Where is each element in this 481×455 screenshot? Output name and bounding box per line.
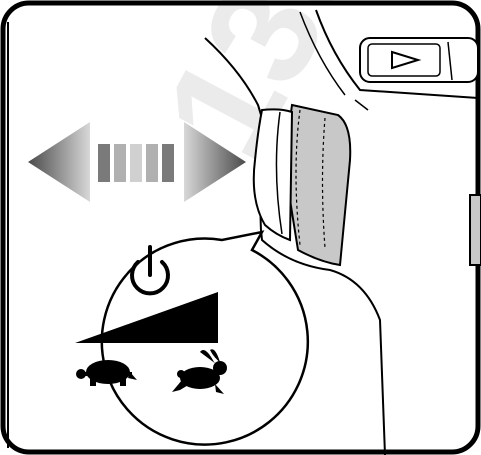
arrow-bar-2 bbox=[114, 144, 126, 182]
side-tab bbox=[469, 194, 481, 266]
power-icon bbox=[130, 245, 170, 296]
rabbit-icon bbox=[172, 349, 227, 394]
double-arrow-icon bbox=[28, 122, 246, 202]
speed-ramp-icon bbox=[75, 292, 218, 343]
device-front-inner-line bbox=[275, 111, 283, 235]
arrow-bar-5 bbox=[162, 144, 174, 182]
device-body-inner-line bbox=[354, 99, 369, 111]
slider-handle-dashed-edge-2 bbox=[321, 117, 326, 249]
play-button-divider bbox=[447, 41, 453, 81]
slider-handle-dashed-edge bbox=[295, 109, 301, 246]
device-top-rim-inner bbox=[299, 11, 346, 96]
arrow-head-right bbox=[184, 122, 246, 202]
arrow-bar-1 bbox=[98, 144, 110, 182]
arrow-bar-3 bbox=[130, 144, 142, 182]
device-top-rim bbox=[315, 9, 479, 99]
arrow-bar-4 bbox=[146, 144, 158, 182]
arrow-head-left bbox=[28, 122, 90, 202]
play-icon bbox=[391, 50, 422, 70]
turtle-icon bbox=[76, 360, 137, 386]
speed-slider-handle[interactable] bbox=[286, 103, 352, 267]
speed-callout bbox=[75, 230, 310, 446]
play-button[interactable] bbox=[359, 37, 479, 83]
play-button-face bbox=[367, 43, 441, 77]
device-front-protrusion bbox=[252, 108, 294, 242]
